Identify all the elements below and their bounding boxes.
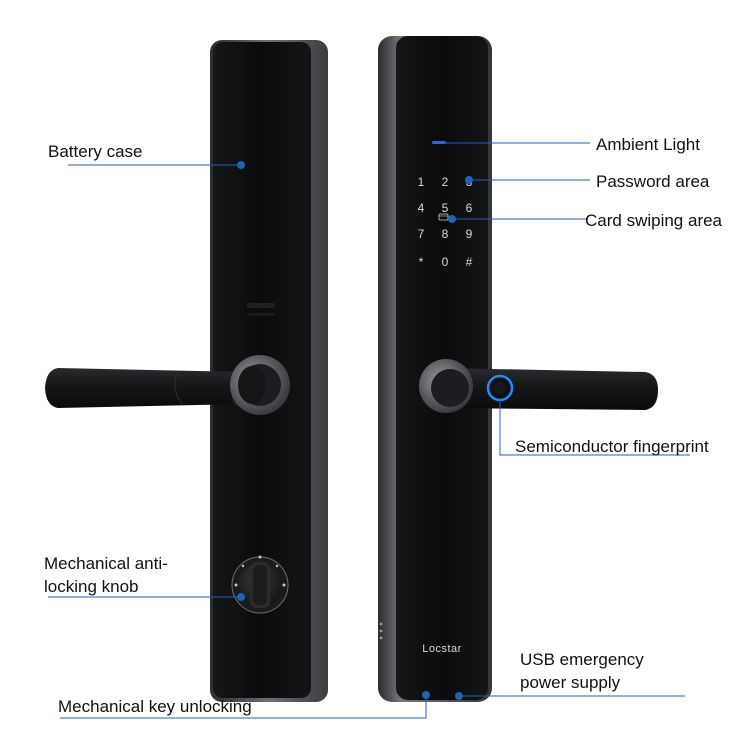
mechanical-key-dot: [422, 691, 430, 699]
anti-locking-knob-label-line2: locking knob: [44, 577, 139, 596]
brand-logo-text: Locstar: [422, 643, 462, 655]
fingerprint-leader: [499, 400, 690, 456]
outer-lock-handle: [442, 368, 658, 410]
keypad-key[interactable]: 8: [442, 227, 449, 241]
card-swiping-area-label: Card swiping area: [585, 211, 723, 230]
outer-lock-body: 1 2 3 4 5 6 7 8 9 * 0 #: [378, 36, 658, 702]
ambient-light-label: Ambient Light: [596, 135, 700, 154]
knob-dot: [237, 593, 245, 601]
battery-case-label: Battery case: [48, 142, 143, 161]
usb-power-label: USB emergency power supply: [520, 648, 644, 694]
semiconductor-fingerprint-label: Semiconductor fingerprint: [515, 437, 709, 456]
keypad-key[interactable]: 7: [418, 227, 425, 241]
battery-case-slot-lower: [247, 313, 275, 316]
usb-power-label-line1: USB emergency: [520, 650, 644, 669]
keypad-key[interactable]: 5: [442, 201, 449, 215]
side-indicator-dot: [379, 629, 383, 633]
battery-case-slot: [247, 303, 275, 308]
usb-power-label-line2: power supply: [520, 673, 621, 692]
battery-case-dot: [237, 161, 245, 169]
keypad-key[interactable]: 4: [418, 201, 425, 215]
keypad-key[interactable]: *: [419, 255, 424, 269]
inner-lock-handle: [45, 368, 245, 408]
mechanical-key-leader: [60, 698, 427, 719]
mechanical-key-label: Mechanical key unlocking: [58, 697, 252, 716]
anti-locking-knob: [231, 555, 289, 614]
keypad-key[interactable]: 9: [466, 227, 473, 241]
keypad-key[interactable]: #: [466, 255, 473, 269]
keypad-key[interactable]: 0: [442, 255, 449, 269]
side-indicator-dot: [379, 622, 383, 626]
inner-lock-body: [45, 40, 328, 702]
card-swiping-dot: [448, 215, 456, 223]
leader-lines: [48, 142, 690, 719]
keypad-key[interactable]: 6: [466, 201, 473, 215]
usb-dot: [455, 692, 463, 700]
anti-locking-knob-label: Mechanical anti- locking knob: [44, 552, 168, 598]
card-swipe-icon: [438, 213, 449, 221]
keypad-key[interactable]: 2: [442, 175, 449, 189]
fingerprint-sensor[interactable]: [486, 374, 514, 402]
keypad-key[interactable]: 1: [418, 175, 425, 189]
ambient-light-indicator: [432, 141, 446, 144]
anti-locking-knob-label-line1: Mechanical anti-: [44, 554, 168, 573]
password-area-dot: [465, 176, 473, 184]
password-area-label: Password area: [596, 172, 710, 191]
side-indicator-dot: [379, 636, 383, 640]
